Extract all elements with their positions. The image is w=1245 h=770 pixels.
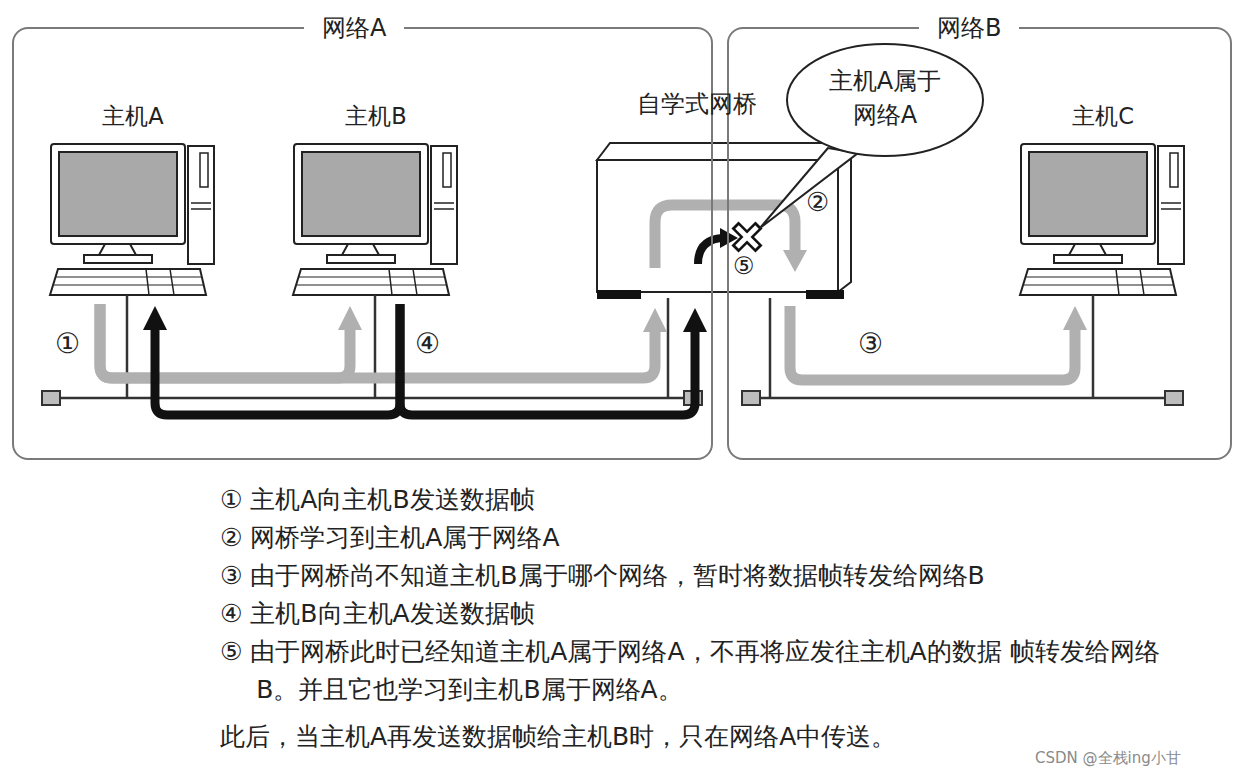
frame-flow-arrow (100, 304, 655, 378)
bus-cable (60, 295, 1165, 398)
host-computer: 主机A (50, 100, 216, 298)
region-title: 网络A (304, 13, 404, 43)
terminator (42, 391, 1183, 405)
node-label: 主机C (1020, 100, 1186, 132)
host-computer: 主机B (293, 100, 459, 298)
step-text: ⑤ 由于网桥此时已经知道主机A属于网络A，不再将应发往主机A的数据 帧转发给网络… (220, 633, 1175, 709)
callout-tail (760, 148, 858, 228)
block-mark (735, 225, 759, 249)
note-text: 此后，当主机A再发送数据帧给主机B时，只在网络A中传送。 (220, 718, 896, 756)
callout-number: ③ (858, 322, 883, 365)
host-computer: 主机C (1020, 100, 1186, 298)
computer-icon (293, 144, 457, 295)
callout-number: ⑤ (733, 253, 755, 279)
step-text: ③ 由于网桥尚不知道主机B属于哪个网络，暂时将数据帧转发给网络B (220, 557, 985, 595)
network-region: 网络A主机A主机B (12, 27, 713, 460)
frame-flow-arrow (100, 304, 350, 378)
step-text: ② 网桥学习到主机A属于网络A (220, 519, 560, 557)
callout-number: ② (806, 182, 829, 222)
frame-flow-arrow (790, 306, 1075, 380)
step-text: ① 主机A向主机B发送数据帧 (220, 481, 535, 519)
node-label: 主机B (293, 100, 459, 132)
callout-number: ① (55, 322, 80, 365)
computer-icon (50, 144, 214, 295)
reply-flow-arrow (155, 304, 400, 415)
node-label: 自学式网桥 (637, 88, 757, 120)
callout-number: ④ (415, 322, 440, 365)
computer-icon (1020, 144, 1184, 295)
node-label: 主机A (50, 100, 216, 132)
reply-flow-arrow (400, 304, 695, 415)
step-text: ④ 主机B向主机A发送数据帧 (220, 595, 535, 633)
callout-ellipse (785, 42, 985, 158)
callout-bubble: 主机A属于 网络A (785, 42, 985, 158)
watermark: CSDN @全栈ing小甘 (1035, 748, 1181, 768)
region-title: 网络B (919, 13, 1019, 43)
callout-text: 主机A属于 网络A (815, 64, 955, 132)
